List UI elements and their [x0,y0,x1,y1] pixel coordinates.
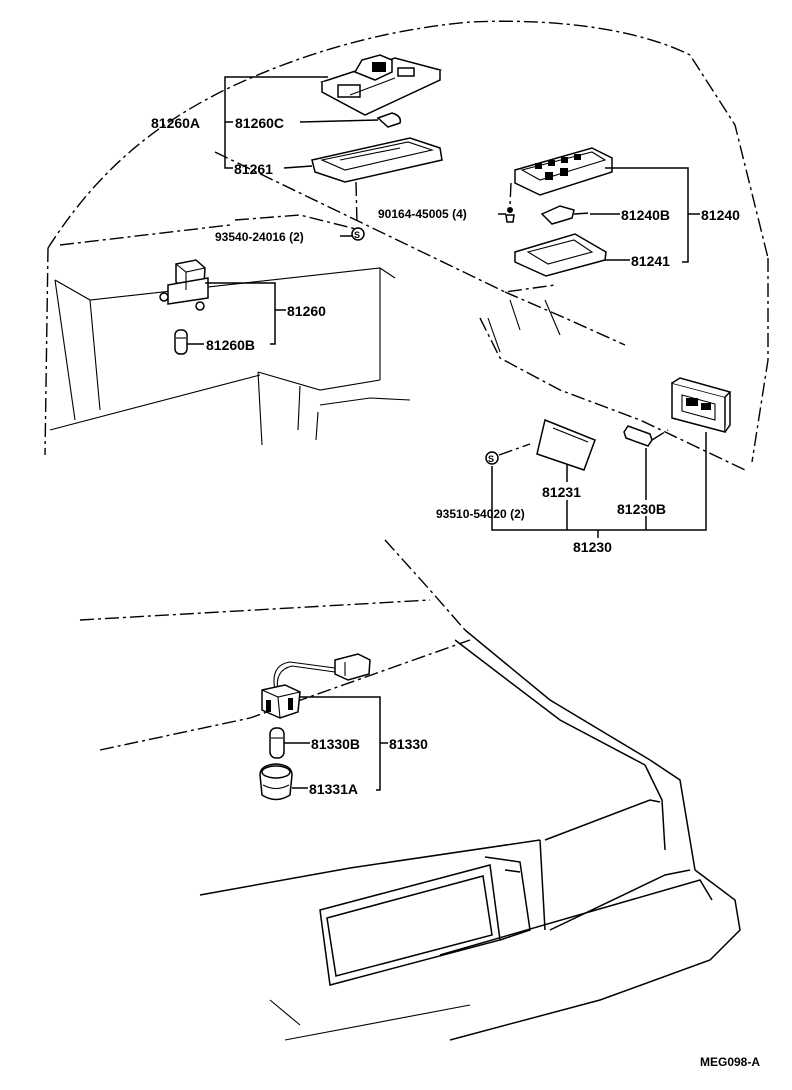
bulb-81330b [269,727,285,759]
label-81330b: 81330B [311,736,360,752]
lens-81261 [311,137,443,183]
roof-outline [44,20,769,471]
label-81260b: 81260B [206,337,255,353]
label-81240: 81240 [701,207,740,223]
label-81330: 81330 [389,736,428,752]
bulb-81240b [540,205,591,225]
leader-lines [187,76,707,791]
rear-seat-outline [49,267,561,446]
svg-text:S: S [354,230,360,240]
label-81231: 81231 [542,484,581,500]
map-lamp-housing [514,147,613,196]
screw-93510: S [485,443,531,465]
label-81260a: 81260A [151,115,200,131]
bulb-81260b [174,329,188,355]
label-81230: 81230 [573,539,612,555]
label-81230b: 81230B [617,501,666,517]
label-81240b: 81240B [621,207,670,223]
socket-81260 [159,259,209,311]
svg-text:S: S [488,454,494,464]
lens-81241 [514,233,607,277]
license-plate-recess [269,856,531,1041]
bulb-81230b [623,425,669,447]
label-81241: 81241 [631,253,670,269]
license-lamp-socket [261,653,371,719]
screw-90164 [505,182,515,223]
cargo-lamp-housing [671,377,732,433]
label-90164: 90164-45005 (4) [378,207,467,221]
dome-lamp-housing [320,54,443,116]
label-81260: 81260 [287,303,326,319]
label-81260c: 81260C [235,115,284,131]
label-81261: 81261 [234,161,273,177]
label-93510: 93510-54020 (2) [436,507,525,521]
label-81331a: 81331A [309,781,358,797]
lens-81231 [536,418,596,471]
diagram-code: MEG098-A [700,1055,760,1069]
label-93540: 93540-24016 (2) [215,230,304,244]
lens-81331a [259,763,293,801]
trunk-outline [79,539,741,1041]
bulb-81260c [376,112,402,128]
part-labels: 81260A 81260C 81261 93540-24016 (2) 9016… [151,115,740,797]
screw-93540: S [351,181,365,241]
